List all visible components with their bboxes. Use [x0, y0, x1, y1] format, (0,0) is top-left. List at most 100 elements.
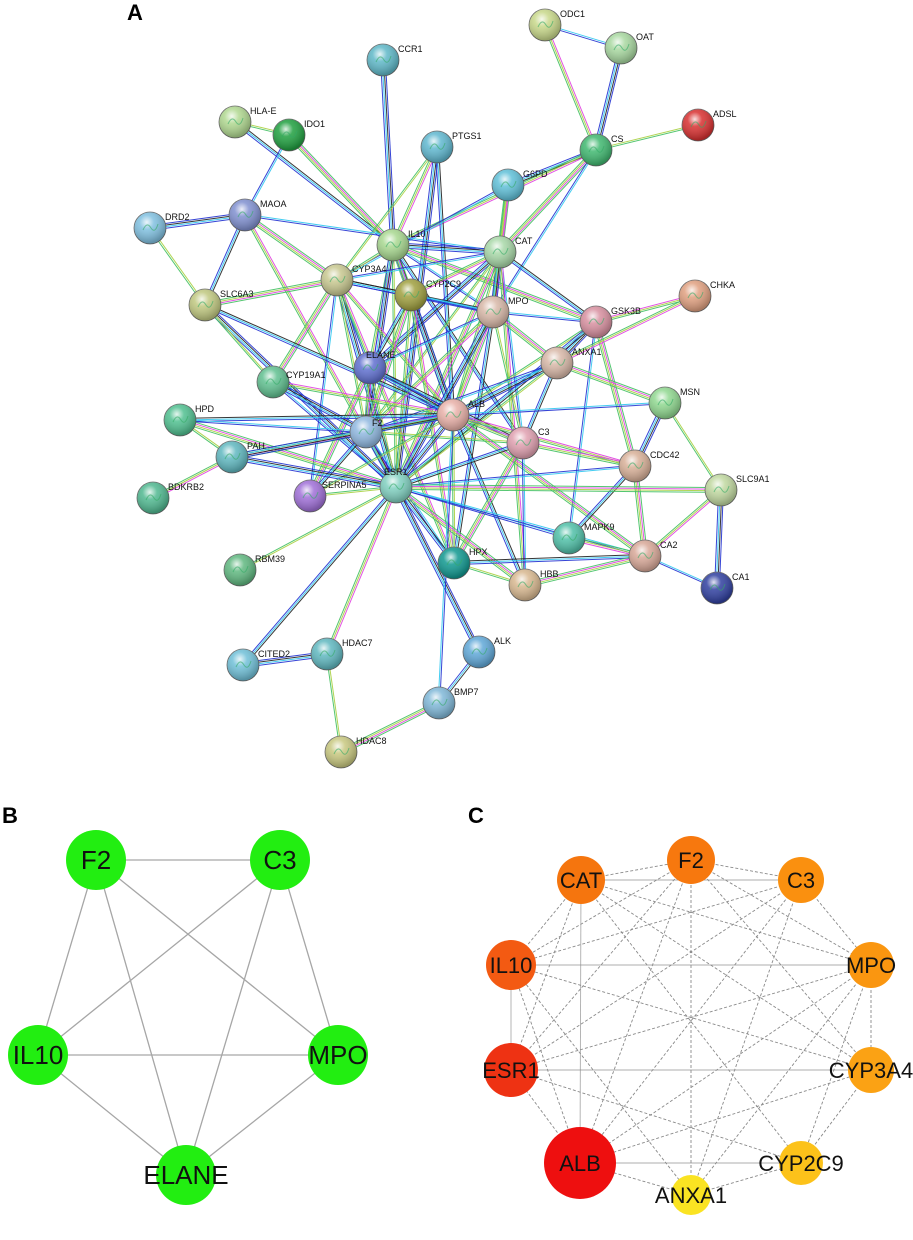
a-node-gloss: [492, 169, 524, 201]
c-node-circle: [671, 1175, 711, 1215]
a-edge-il10-esr1: [391, 244, 398, 488]
a-edge-mpo-gsk3b: [492, 310, 597, 324]
a-edge-alb-cdc42: [452, 413, 636, 468]
a-node-cyp2c9: CYP2C9: [394, 278, 461, 312]
a-node-structure: [403, 290, 420, 298]
a-node-label: GSK3B: [611, 306, 641, 316]
a-node-alk: ALK: [462, 635, 511, 669]
a-node-structure: [319, 649, 336, 657]
a-node-gloss: [580, 134, 612, 166]
a-node-cat: CAT: [483, 235, 533, 269]
a-node-slc9a1: SLC9A1: [704, 473, 770, 507]
a-node-gloss: [423, 687, 455, 719]
a-edge-cyp3a4-serpina5: [308, 279, 339, 497]
a-node-label: MAOA: [260, 199, 287, 209]
a-node-gloss: [553, 522, 585, 554]
c-edge-f2-esr1: [510, 859, 692, 1071]
a-edge-hpd-alb: [179, 412, 454, 423]
a-edge-cs-cat: [497, 148, 599, 254]
a-node-structure: [713, 485, 730, 493]
a-node-structure: [224, 452, 241, 460]
c-node-label: ANXA1: [655, 1183, 727, 1208]
b-node-circle: [308, 1025, 368, 1085]
b-edge-mpo-elane: [185, 1054, 339, 1176]
a-node-label: BDKRB2: [168, 482, 204, 492]
a-node-label: CA2: [660, 540, 678, 550]
a-node-gloss: [701, 572, 733, 604]
a-node-structure: [302, 491, 319, 499]
a-node-slc6a3: SLC6A3: [188, 288, 254, 322]
c-node-label: CYP2C9: [758, 1151, 844, 1176]
a-edge-anxa1-msn: [556, 360, 666, 406]
c-node-label: ESR1: [482, 1058, 539, 1083]
b-edge-c3-il10: [37, 859, 281, 1056]
a-node-label: IL10: [408, 229, 426, 239]
c-edge-cat-alb: [579, 879, 582, 1164]
b-edge-f2-elane: [95, 859, 187, 1176]
a-edge-f2-c3: [365, 430, 524, 445]
a-node-structure: [385, 240, 402, 248]
a-edge-cyp19a1-f2: [271, 379, 368, 435]
a-node-hbb: HBB: [508, 568, 559, 602]
c-edge-cat-mpo: [580, 879, 872, 966]
a-node-label: SLC9A1: [736, 474, 770, 484]
a-node-structure: [561, 533, 578, 541]
a-node-structure: [333, 747, 350, 755]
a-node-gloss: [294, 480, 326, 512]
a-node-gloss: [134, 212, 166, 244]
b-node-f2: F2: [66, 830, 126, 890]
b-node-label: C3: [263, 845, 296, 875]
c-edge-esr1-cyp2c9: [510, 1069, 802, 1164]
a-node-msn: MSN: [648, 386, 700, 420]
a-node-structure: [500, 180, 517, 188]
a-node-structure: [265, 377, 282, 385]
a-node-structure: [537, 20, 554, 28]
c-edge-c3-il10: [510, 879, 802, 966]
a-node-label: PTGS1: [452, 131, 482, 141]
a-node-gloss: [229, 199, 261, 231]
a-node-ca1: CA1: [700, 571, 750, 605]
a-node-label: MPO: [508, 296, 529, 306]
a-node-gloss: [350, 416, 382, 448]
a-edge-cat-cyp2c9: [410, 250, 501, 297]
b-edge-c3-elane: [185, 859, 281, 1176]
a-node-gloss: [463, 636, 495, 668]
b-node-mpo: MPO: [308, 1025, 368, 1085]
a-node-gloss: [649, 387, 681, 419]
a-edge-hpd-f2: [179, 418, 367, 434]
a-edge-oat-cs: [593, 47, 624, 151]
c-node-circle: [557, 856, 605, 904]
panel-b-edges: [37, 859, 339, 1176]
a-node-label: ALK: [494, 636, 511, 646]
a-node-ca2: CA2: [628, 539, 678, 573]
a-edge-hbb-ca2: [524, 553, 646, 588]
b-edge-f2-il10: [37, 859, 97, 1056]
a-node-structure: [613, 43, 630, 51]
a-node-label: CDC42: [650, 450, 680, 460]
a-node-gloss: [705, 474, 737, 506]
a-node-structure: [232, 565, 249, 573]
a-node-structure: [549, 358, 566, 366]
c-edge-c3-alb: [579, 879, 802, 1164]
c-node-label: C3: [787, 868, 815, 893]
c-node-il10: IL10: [486, 940, 536, 990]
a-node-gloss: [541, 347, 573, 379]
panel-a-label: A: [127, 0, 143, 25]
a-node-structure: [446, 558, 463, 566]
a-node-label: HBB: [540, 569, 559, 579]
a-edge-pah-esr1: [231, 454, 397, 490]
a-edge-maoa-cyp3a4: [243, 212, 339, 283]
a-node-gloss: [605, 32, 637, 64]
a-edge-esr1-hdac7: [325, 486, 398, 655]
a-node-label: HPD: [195, 404, 215, 414]
a-edge-cs-adsl: [595, 123, 699, 152]
a-edge-il10-cat: [392, 242, 501, 255]
a-node-label: OAT: [636, 32, 654, 42]
a-edge-esr1-hbb: [394, 484, 527, 588]
a-node-label: ODC1: [560, 9, 585, 19]
c-edge-cat-cyp3a4: [580, 879, 872, 1071]
a-node-gloss: [377, 229, 409, 261]
